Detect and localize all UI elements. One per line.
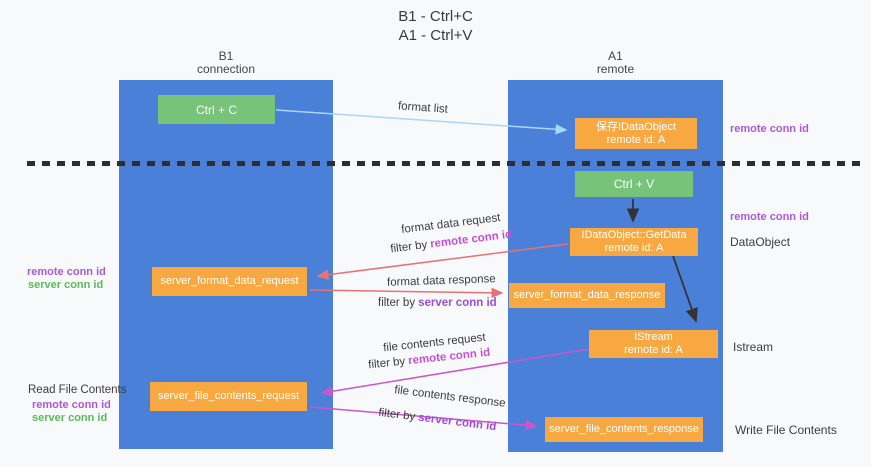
lane-a1-role: remote xyxy=(596,62,635,76)
istream-side-label: Istream xyxy=(733,340,774,354)
lane-header-b1: B1 connection xyxy=(119,50,333,76)
lane-header-a1: A1 remote xyxy=(508,50,723,76)
server-conn-id-text: server conn id xyxy=(418,297,497,309)
save-idataobject-node: 保存IDataObject remote id: A xyxy=(575,118,697,149)
filter-by-text: filter by xyxy=(389,238,428,256)
server-file-contents-response-node: server_file_contents_response xyxy=(545,417,703,442)
idataobject-getdata-node: IDataObject::GetData remote id: A xyxy=(570,228,698,256)
server-file-contents-request-label: server_file_contents_request xyxy=(157,390,300,402)
right-remote-conn-id-label-2: remote conn id xyxy=(730,211,809,223)
left-server-conn-id-label-2: server conn id xyxy=(32,412,108,424)
left-server-conn-id-label-1: server conn id xyxy=(28,279,104,291)
title-line-1: B1 - Ctrl+C xyxy=(398,8,473,25)
server-conn-id-text: server conn id xyxy=(417,411,497,434)
lane-b1-role: connection xyxy=(196,62,256,76)
ctrl-v-label: Ctrl + V xyxy=(613,177,655,191)
server-format-data-response-node: server_format_data_response xyxy=(509,283,665,308)
save-idataobject-line1: 保存IDataObject xyxy=(595,120,677,133)
format-list-label: format list xyxy=(397,100,449,116)
server-format-data-request-node: server_format_data_request xyxy=(152,267,307,296)
left-remote-conn-id-label-1: remote conn id xyxy=(27,266,106,278)
filter-by-text: filter by xyxy=(367,355,406,372)
istream-line2: remote id: A xyxy=(624,344,683,356)
filter-by-text: filter by xyxy=(377,406,416,424)
ctrl-c-node: Ctrl + C xyxy=(158,95,275,124)
left-remote-conn-id-label-2: remote conn id xyxy=(32,399,111,411)
read-file-contents-label: Read File Contents xyxy=(28,384,127,396)
server-file-contents-request-node: server_file_contents_request xyxy=(150,382,307,411)
ctrl-v-node: Ctrl + V xyxy=(575,171,693,197)
filter-by-text: filter by xyxy=(378,297,416,309)
server-format-data-response-label: server_format_data_response xyxy=(513,289,661,301)
dataobject-label: DataObject xyxy=(730,235,791,249)
idataobject-getdata-line1: IDataObject::GetData xyxy=(581,229,687,241)
ctrl-c-label: Ctrl + C xyxy=(195,102,237,117)
idataobject-getdata-line2: remote id: A xyxy=(604,242,664,254)
format-data-response-arrow xyxy=(309,287,504,299)
diagram-title: B1 - Ctrl+C A1 - Ctrl+V xyxy=(0,7,871,45)
server-file-contents-response-label: server_file_contents_response xyxy=(549,423,699,435)
lane-b1-name: B1 xyxy=(218,49,234,63)
file-contents-response-label: file contents response xyxy=(393,384,507,410)
save-idataobject-line2: remote id: A xyxy=(606,133,666,146)
title-line-2: A1 - Ctrl+V xyxy=(398,27,473,44)
remote-conn-id-text: remote conn id xyxy=(429,228,513,251)
format-data-response-label: format data response xyxy=(386,273,496,289)
right-remote-conn-id-label-1: remote conn id xyxy=(730,123,809,135)
istream-line1: IStream xyxy=(634,331,673,343)
write-file-contents-label: Write File Contents xyxy=(735,423,837,437)
server-format-data-request-label: server_format_data_request xyxy=(160,275,299,287)
istream-node: IStream remote id: A xyxy=(589,330,718,358)
phase-separator-dashed-line xyxy=(27,161,860,166)
lane-a1-name: A1 xyxy=(608,49,623,63)
